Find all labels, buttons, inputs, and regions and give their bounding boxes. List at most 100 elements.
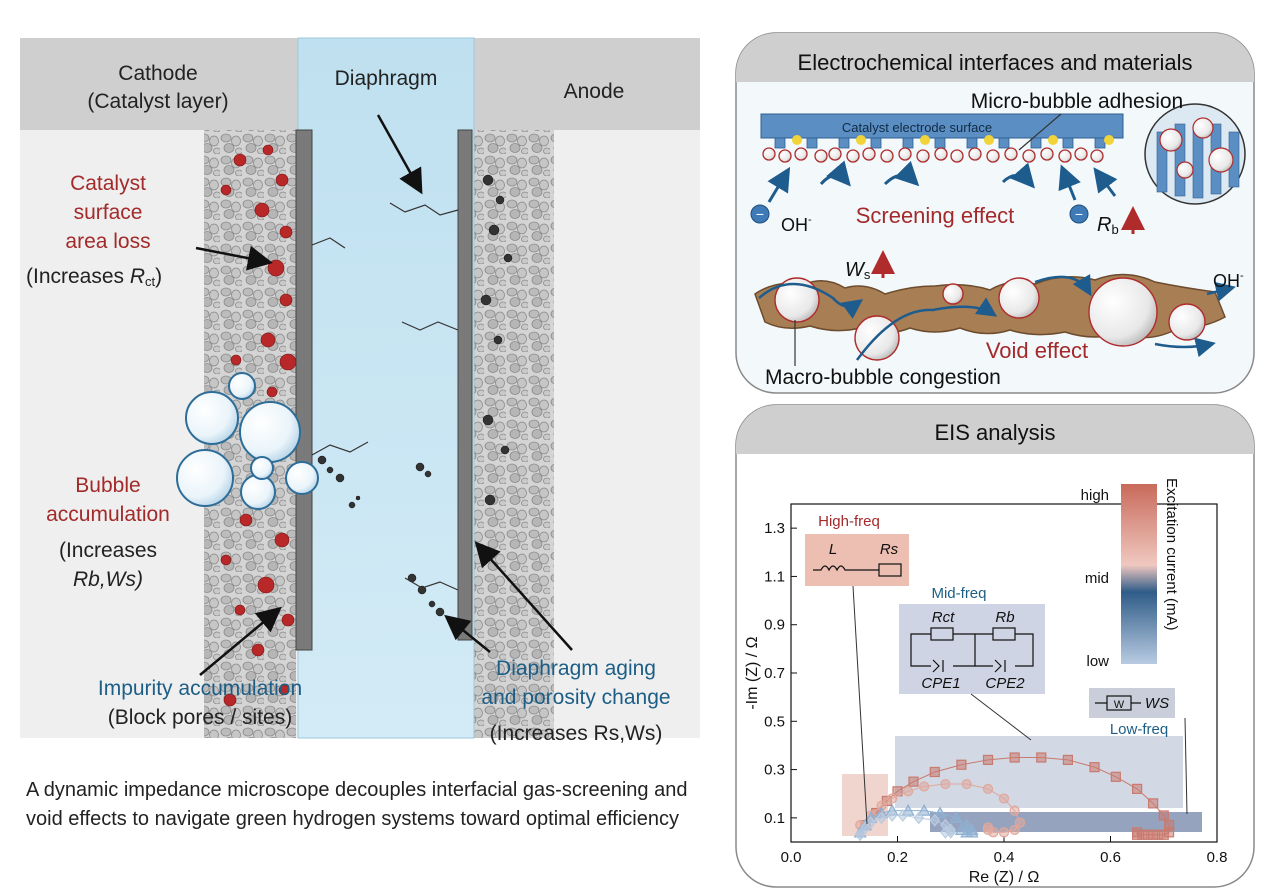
data-point-square — [1148, 798, 1159, 809]
diaphragm-aging-arrow1 — [474, 541, 573, 651]
mid-freq-pointer — [970, 693, 1032, 741]
bubble-accum-effect1: (Increases — [59, 539, 157, 562]
circuit-Rct: Rct — [932, 609, 955, 626]
data-point-circle — [982, 783, 994, 794]
mid-freq-circuit-lines — [910, 627, 1034, 673]
high-freq-pointer — [852, 585, 868, 825]
micro-bubble-label: Micro-bubble adhesion — [971, 90, 1183, 113]
data-point-diamond — [929, 813, 941, 827]
electrolyzer-diagram: Cathode (Catalyst layer) Diaphragm Anode… — [20, 37, 700, 745]
data-point-diamond — [854, 828, 866, 842]
catalyst-loss-effect: (Increases Rct) — [26, 265, 162, 289]
interfaces-panel-header — [736, 33, 1254, 82]
impurity-arrow — [199, 606, 282, 676]
void-label: Void effect — [986, 338, 1088, 363]
cathode-title-line1: Cathode — [118, 62, 197, 85]
data-point-diamond — [897, 808, 909, 822]
void-flow-arrows — [758, 274, 1236, 361]
micro-bubbles — [762, 147, 1104, 163]
data-point-triangle — [917, 803, 931, 816]
cathode-plate — [295, 129, 313, 651]
mid-freq-region — [895, 736, 1183, 808]
legend-mid: mid — [1085, 570, 1109, 587]
data-point-square — [908, 776, 919, 787]
y-tick-label: 0.5 — [764, 713, 785, 730]
diaphragm — [297, 37, 475, 739]
data-point-square — [1089, 762, 1100, 773]
data-point-circle — [1014, 817, 1026, 828]
low-freq-region — [930, 812, 1202, 832]
data-point-diamond — [876, 811, 887, 825]
mid-freq-label: Mid-freq — [931, 585, 986, 602]
bubble-accum-effect2: Rb,Ws) — [73, 568, 143, 591]
low-freq-label: Low-freq — [1110, 721, 1168, 738]
y-tick-label: 0.1 — [764, 810, 785, 827]
interfaces-panel-title: Electrochemical interfaces and materials — [798, 50, 1193, 75]
electrode-label: Catalyst electrode surface — [842, 120, 992, 135]
hydroxide-ion-right: − — [1069, 204, 1089, 224]
data-point-square — [1132, 783, 1143, 794]
resistor-rs-symbol — [878, 563, 902, 577]
macro-bubble-label: Macro-bubble congestion — [765, 366, 1001, 389]
diaphragm-arrow — [376, 114, 423, 195]
x-tick-label: 0.6 — [1100, 849, 1121, 866]
high-freq-circuit-box — [805, 534, 909, 586]
data-point-circle — [919, 781, 930, 792]
x-tick-label: 0.8 — [1207, 849, 1228, 866]
data-point-triangle — [954, 823, 968, 836]
gas-bubbles — [176, 372, 319, 510]
data-point-circle — [998, 793, 1010, 804]
data-point-circle — [982, 822, 994, 833]
impurity-title: Impurity accumulation — [98, 677, 302, 700]
circuit-W: W — [1114, 699, 1125, 711]
anode-layer — [472, 130, 554, 738]
magnified-bubbles — [1159, 117, 1234, 179]
rb-label: Rb — [1097, 214, 1119, 237]
data-point-diamond — [940, 825, 951, 839]
data-point-square — [1009, 752, 1020, 763]
svg-text:−: − — [756, 206, 764, 222]
bubble-accum-line1: Bubble — [75, 474, 140, 497]
data-point-diamond — [865, 816, 877, 830]
data-point-square — [1158, 810, 1169, 821]
catalyst-loss-line3: area loss — [65, 230, 150, 253]
screening-arrows — [767, 160, 1118, 203]
data-point-triangle — [933, 806, 947, 819]
diaphragm-aging-arrow2 — [444, 614, 491, 653]
circuit-Rb: Rb — [995, 609, 1014, 626]
x-tick-label: 0.0 — [781, 849, 802, 866]
circuit-CPE2: CPE2 — [985, 675, 1025, 692]
circuit-L: L — [829, 541, 837, 558]
ws-label: Ws — [845, 259, 871, 282]
bubble-accum-line2: accumulation — [46, 503, 170, 526]
anode-plate — [457, 129, 473, 641]
diaphragm-cracks — [311, 202, 459, 591]
catalyst-loss-line2: surface — [74, 201, 143, 224]
figure-caption: A dynamic impedance microscope decouples… — [26, 779, 688, 830]
data-point-circle — [1009, 805, 1020, 816]
low-freq-pointer — [1184, 717, 1188, 815]
data-point-circle — [940, 778, 951, 790]
circuit-Ws: WS — [1145, 695, 1169, 712]
y-tick-label: 0.9 — [764, 617, 785, 634]
series-layer — [853, 752, 1175, 842]
legend-title: Excitation current (mA) — [1163, 478, 1180, 631]
diaphragm-title: Diaphragm — [335, 67, 438, 90]
diaphragm-aging-effect: (Increases Rs,Ws) — [490, 722, 663, 745]
data-point-triangle — [949, 811, 963, 823]
eis-panel-header — [736, 405, 1254, 454]
catalyst-loss-arrow — [195, 245, 273, 271]
diaphragm-aging-line1: Diaphragm aging — [496, 657, 656, 680]
electrode-surface — [760, 113, 1124, 139]
data-point-diamond — [886, 808, 898, 822]
svg-text:−: − — [1075, 206, 1083, 222]
data-point-circle — [1009, 824, 1020, 836]
screening-label: Screening effect — [856, 203, 1015, 228]
data-point-square — [1062, 754, 1073, 766]
x-tick-label: 0.2 — [887, 849, 908, 866]
oh-right-label: OH- — [1213, 270, 1244, 291]
circuit-CPE1: CPE1 — [921, 675, 960, 692]
impurity-effect: (Block pores / sites) — [108, 706, 292, 729]
